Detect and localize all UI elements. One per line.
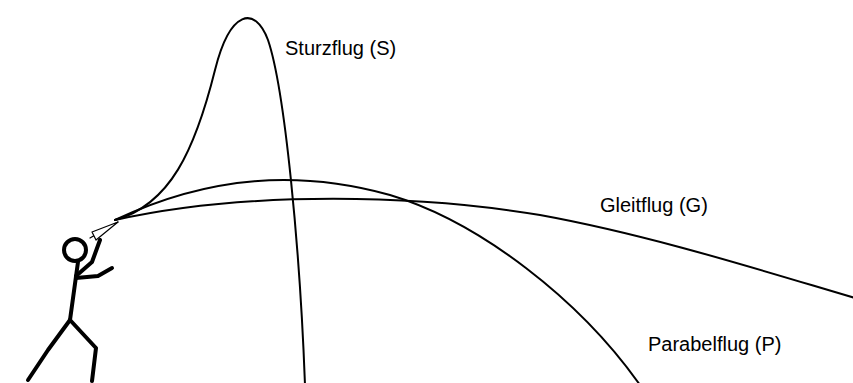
trajectory-label: Sturzflug (S)	[283, 37, 398, 60]
trajectory-label: Gleitflug (G)	[598, 194, 710, 217]
glide-trajectory	[115, 199, 853, 298]
trajectory-label: Parabelflug (P)	[646, 333, 783, 356]
parabola-trajectory	[115, 180, 640, 383]
stick-figure	[28, 239, 112, 381]
paper-airplane	[90, 222, 118, 240]
